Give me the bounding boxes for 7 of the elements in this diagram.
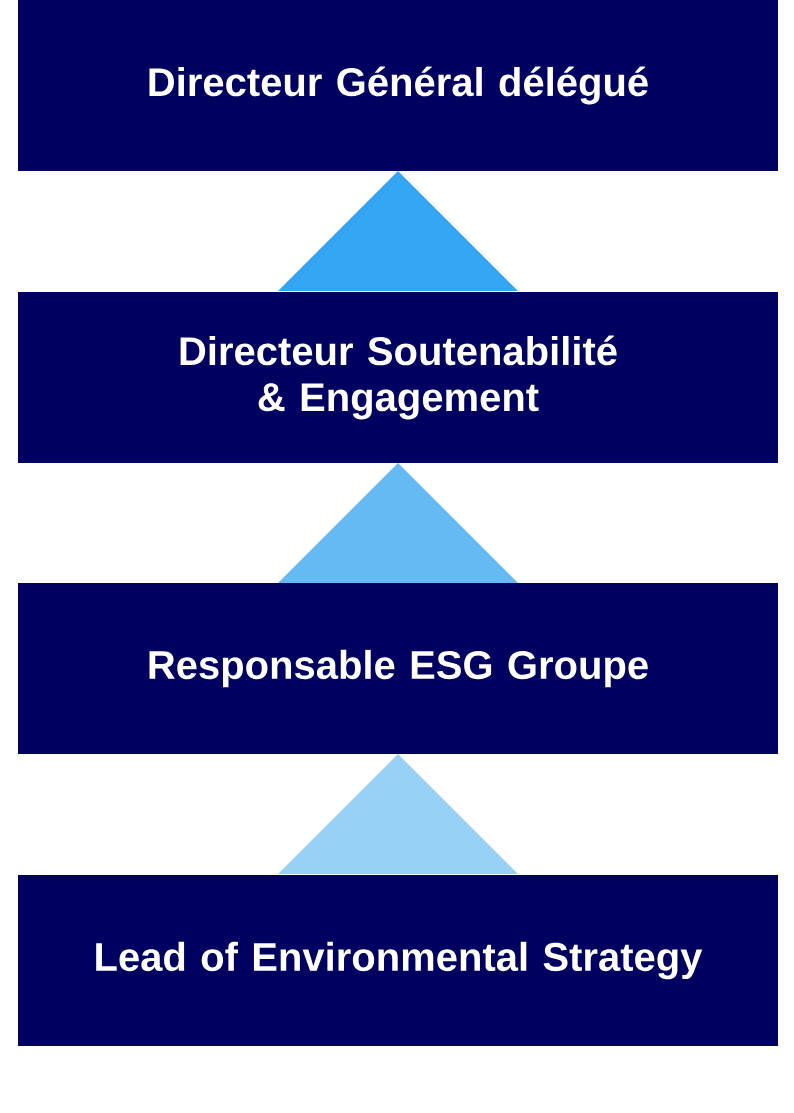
role-box: Responsable ESG Groupe — [18, 583, 778, 754]
role-box: Directeur Général délégué — [18, 0, 778, 171]
triangle-arrow — [278, 463, 518, 583]
role-box: Lead of Environmental Strategy — [18, 875, 778, 1046]
triangle-arrow — [278, 171, 518, 292]
triangle-arrow — [278, 754, 518, 875]
role-box: Directeur Soutenabilité & Engagement — [18, 292, 778, 463]
